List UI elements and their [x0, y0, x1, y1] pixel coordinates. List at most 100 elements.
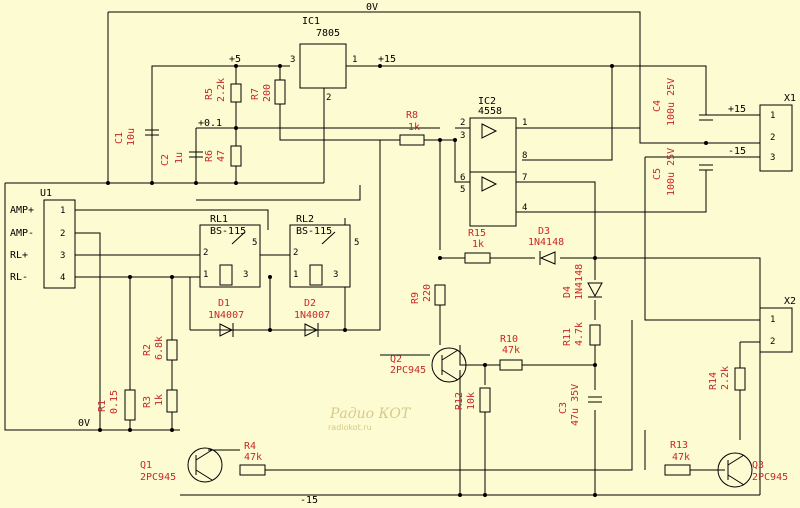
- q3-symbol: [717, 452, 753, 488]
- rl1-pin3: 3: [243, 270, 248, 280]
- r11-value: 4.7k: [574, 322, 585, 346]
- x1-label-neg: -15: [728, 146, 746, 157]
- rail-neg15-label: -15: [300, 495, 318, 506]
- ic2-pin4: 4: [522, 203, 527, 213]
- rail-01v-label: +0.1: [198, 118, 222, 129]
- r6-body: [230, 145, 242, 167]
- d3-part: 1N4148: [528, 237, 564, 248]
- r15-body: [464, 252, 491, 264]
- x2-body: [759, 307, 793, 353]
- d1-symbol: [219, 323, 234, 337]
- d1-part: 1N4007: [208, 310, 244, 321]
- c4-ref: C4: [652, 100, 663, 112]
- r11-ref: R11: [562, 328, 573, 346]
- wire-neg-right: [644, 157, 760, 321]
- ic2-pin6: 6: [460, 173, 465, 183]
- d4-part: 1N4148: [574, 264, 585, 300]
- r14-body: [734, 367, 746, 391]
- q2-symbol: [431, 347, 467, 383]
- wire-ic2-pin4: [516, 170, 707, 213]
- c5-ref: C5: [652, 168, 663, 180]
- r11-body: [589, 324, 601, 346]
- x1-ref: X1: [784, 93, 796, 104]
- r6-ref: R6: [204, 150, 215, 162]
- r10-body: [499, 359, 523, 371]
- rl2-pin5: 5: [354, 238, 359, 248]
- rl2-pin3: 3: [333, 270, 338, 280]
- r15-value: 1k: [472, 239, 484, 250]
- r8-value: 1k: [408, 122, 420, 133]
- q2-ref: Q2: [390, 354, 402, 365]
- q1-symbol: [187, 447, 223, 483]
- c1-ref: C1: [114, 132, 125, 144]
- r12-body: [479, 387, 491, 413]
- ic1-part: 7805: [316, 28, 340, 39]
- r14-value: 2.2k: [720, 366, 731, 390]
- d1-ref: D1: [218, 298, 230, 309]
- c5-symbol: [699, 164, 713, 171]
- r6-value: 47: [216, 150, 227, 162]
- c2-value: 1u: [174, 152, 185, 164]
- wire-amp-plus: [75, 209, 269, 230]
- q2-part: 2PC945: [390, 365, 426, 376]
- r1-value: 0.15: [109, 390, 120, 414]
- ic1-pin2: 2: [326, 93, 331, 103]
- q1-ref: Q1: [140, 460, 152, 471]
- rl2-pin1: 1: [293, 270, 298, 280]
- r5-value: 2.2k: [216, 78, 227, 102]
- c2-ref: C2: [160, 154, 171, 166]
- u1-pin3: 3: [60, 251, 65, 261]
- rail-0v-bottom-label: 0V: [78, 418, 90, 429]
- r3-value: 1k: [154, 394, 165, 406]
- c1-symbol: [145, 129, 159, 136]
- wires: [4, 11, 761, 496]
- r4-ref: R4: [244, 441, 256, 452]
- rl1-ref: RL1: [210, 214, 228, 225]
- r14-ref: R14: [708, 372, 719, 390]
- r13-ref: R13: [670, 440, 688, 451]
- r9-ref: R9: [410, 292, 421, 304]
- ic2-pin1: 1: [522, 118, 527, 128]
- r10-ref: R10: [500, 334, 518, 345]
- ic1-pin3: 3: [290, 55, 295, 65]
- x2-pin1: 1: [770, 315, 775, 325]
- ic2-pin3: 3: [460, 131, 465, 141]
- r2-ref: R2: [142, 344, 153, 356]
- r15-ref: R15: [468, 228, 486, 239]
- r13-body: [664, 464, 691, 476]
- q3-part: 2PC945: [752, 472, 788, 483]
- wire-15v-right: [612, 65, 707, 115]
- r3-body: [166, 389, 178, 413]
- x1-label-pos: +15: [728, 104, 746, 115]
- rail-0v-top-label: 0V: [366, 2, 378, 13]
- c3-symbol: [588, 396, 602, 403]
- x2-pin2: 2: [770, 337, 775, 347]
- ic1-ref: IC1: [302, 16, 320, 27]
- rl2-ref: RL2: [296, 214, 314, 225]
- d2-symbol: [304, 323, 319, 337]
- rail-15v-label: +15: [378, 54, 396, 65]
- c3-ref: C3: [558, 402, 569, 414]
- r1-ref: R1: [97, 400, 108, 412]
- x1-pin1: 1: [770, 111, 775, 121]
- watermark-logo: Радио КОТ: [329, 406, 412, 422]
- rl1-part: BS-115: [210, 226, 246, 237]
- r12-ref: R12: [454, 392, 465, 410]
- r8-ref: R8: [406, 110, 418, 121]
- r4-body: [239, 464, 266, 476]
- ic2-pin7: 7: [522, 173, 527, 183]
- u1-pin1: 1: [60, 206, 65, 216]
- ic2-ref: IC2: [478, 96, 496, 107]
- c4-symbol: [699, 114, 713, 121]
- d2-ref: D2: [304, 298, 316, 309]
- d4-ref: D4: [562, 286, 573, 298]
- wire-15v: [345, 65, 613, 161]
- x1-pin2: 2: [770, 133, 775, 143]
- u1-label-amp-minus: AMP-: [10, 228, 34, 239]
- u1-label-rl-minus: RL-: [10, 272, 28, 283]
- r7-ref: R7: [250, 88, 261, 100]
- u1-body: [43, 199, 76, 289]
- watermark-url: radiokot.ru: [328, 423, 372, 432]
- u1-label-rl-plus: RL+: [10, 250, 28, 261]
